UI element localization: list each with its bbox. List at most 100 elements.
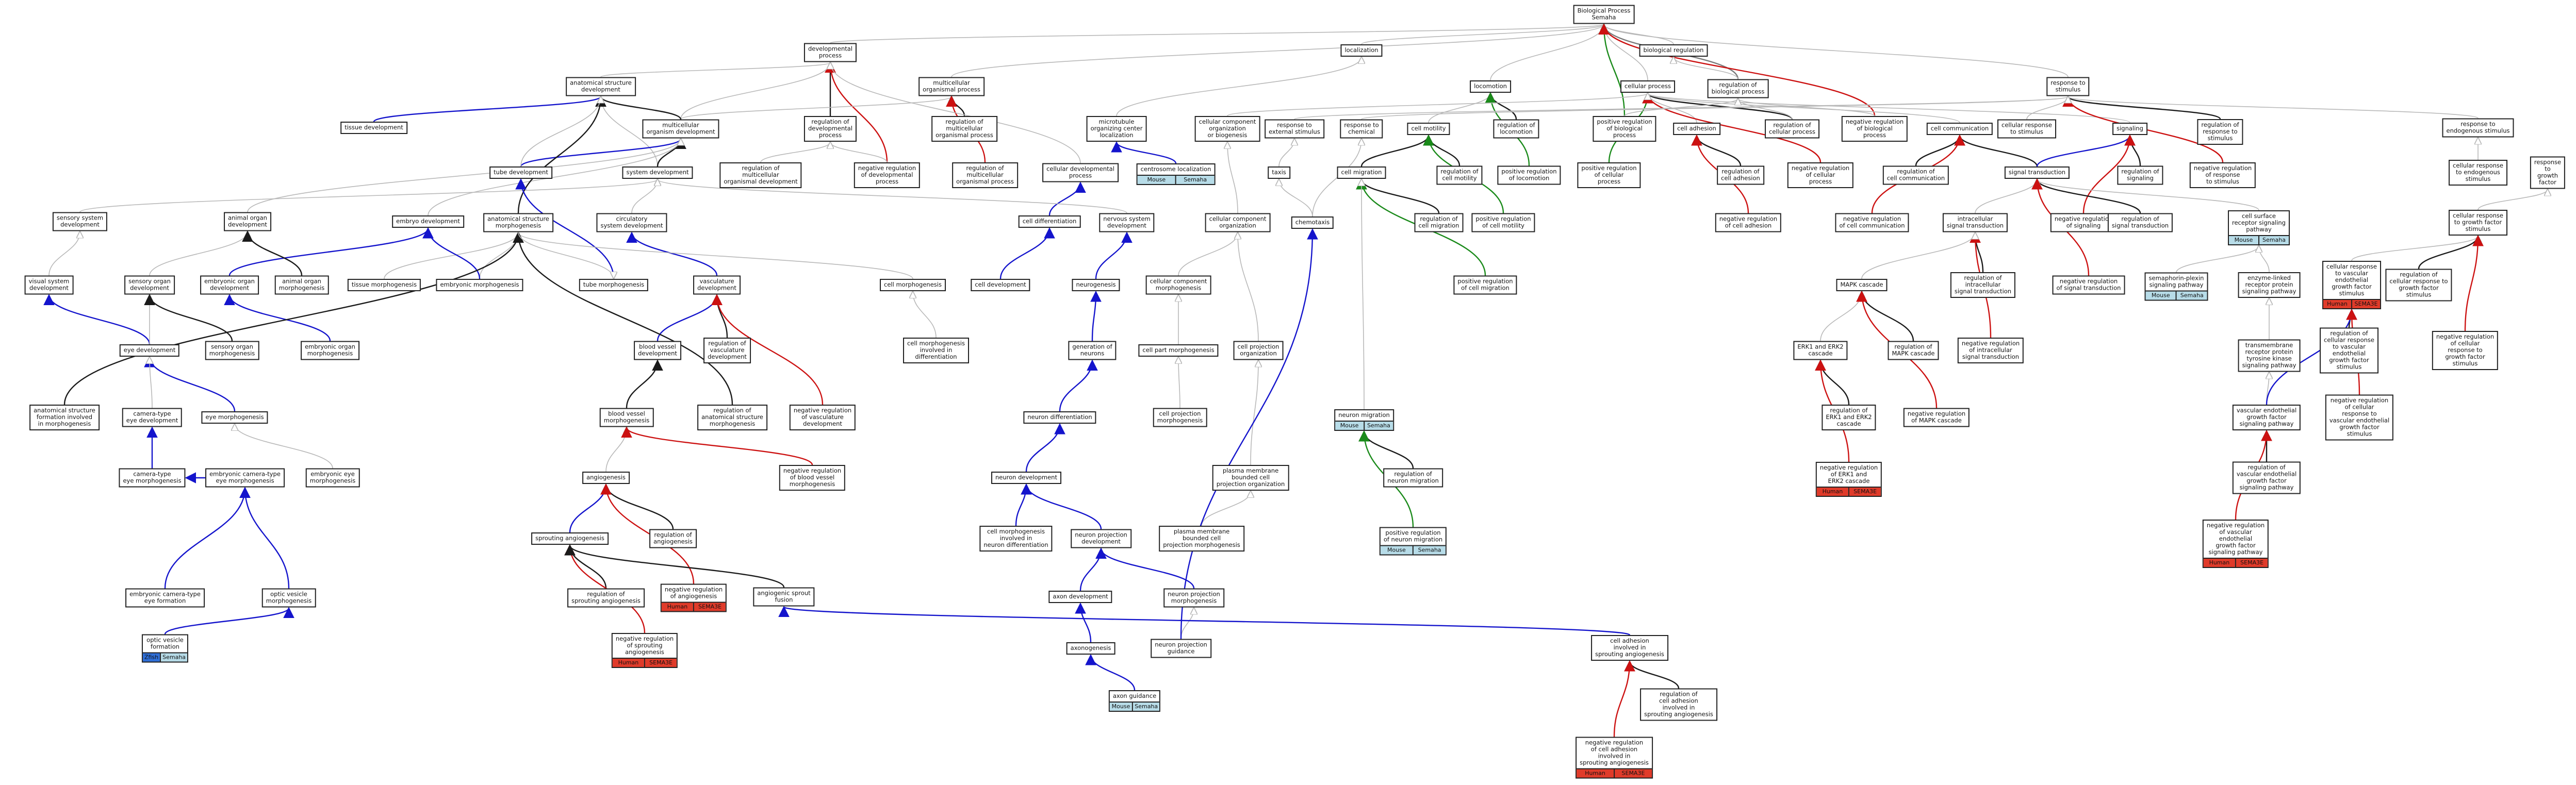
go-term-anatform[interactable]: anatomical structure formation involved … [29, 405, 100, 430]
go-term-neurogenesis[interactable]: neurogenesis [1072, 279, 1120, 291]
go-term-nervdev[interactable]: nervous system development [1099, 213, 1155, 232]
go-term-genneur[interactable]: generation of neurons [1068, 341, 1117, 360]
go-term-regerk[interactable]: regulation of ERK1 and ERK2 cascade [1822, 405, 1876, 430]
go-term-regcellmig[interactable]: regulation of cell migration [1414, 213, 1464, 232]
go-term-regcellmot[interactable]: regulation of cell motility [1436, 165, 1483, 185]
go-term-cellmorph[interactable]: cell morphogenesis [880, 279, 946, 291]
go-term-negregdev[interactable]: negative regulation of developmental pro… [854, 162, 921, 188]
go-term-negregcelladh[interactable]: negative regulation of cell adhesion [1715, 213, 1782, 232]
go-term-reganatmorph[interactable]: regulation of anatomical structure morph… [697, 405, 767, 430]
go-term-multidev[interactable]: multicellular organismal process [918, 77, 985, 96]
go-term-erk[interactable]: ERK1 and ERK2 cascade [1793, 341, 1848, 360]
go-term-posregcell[interactable]: positive regulation of cellular process [1577, 162, 1641, 188]
go-term-celladh[interactable]: cell adhesion [1673, 123, 1720, 135]
go-term-embcammorph[interactable]: embryonic camera-type eye morphogenesis [205, 468, 285, 488]
go-term-eyemorph[interactable]: eye morphogenesis [201, 411, 268, 424]
go-term-neurdev[interactable]: neuron development [991, 472, 1061, 484]
go-term-cellrespendo[interactable]: cellular response to endogenous stimulus [2449, 160, 2507, 186]
go-term-systemdev[interactable]: system development [622, 166, 693, 179]
go-term-taxis[interactable]: taxis [1268, 166, 1290, 179]
go-term-regmapk[interactable]: regulation of MAPK cascade [1888, 341, 1939, 360]
go-term-angiofusion[interactable]: angiogenic sprout fusion [753, 587, 815, 607]
go-term-sensdev[interactable]: sensory system development [52, 212, 108, 231]
go-term-cccmorph[interactable]: cellular component morphogenesis [1145, 275, 1211, 295]
go-term-regcelladhsprout[interactable]: regulation of cell adhesion involved in … [1640, 688, 1717, 721]
go-term-celldevproc[interactable]: cellular developmental process [1042, 163, 1119, 182]
go-term-regbioproc[interactable]: regulation of biological process [1707, 79, 1769, 98]
go-term-embcamform[interactable]: embryonic camera-type eye formation [125, 588, 205, 608]
go-term-cellmig[interactable]: cell migration [1337, 166, 1386, 179]
go-term-axonogenesis[interactable]: axonogenesis [1066, 642, 1115, 655]
go-term-bp[interactable]: Biological Process Semaha [1573, 5, 1635, 24]
go-term-embdev[interactable]: embryo development [392, 215, 464, 228]
go-term-posregloc[interactable]: positive regulation of locomotion [1497, 165, 1561, 185]
go-term-cellrespgf[interactable]: cellular response to growth factor stimu… [2449, 210, 2507, 236]
go-term-bioreg[interactable]: biological regulation [1639, 44, 1708, 57]
go-term-negregintra[interactable]: negative regulation of intracellular sig… [1957, 338, 2024, 363]
go-term-regsprout[interactable]: regulation of sprouting angiogenesis [567, 588, 645, 608]
go-term-respext[interactable]: response to external stimulus [1265, 119, 1324, 139]
go-term-sprout[interactable]: sprouting angiogenesis [531, 532, 609, 545]
go-term-animorgmorph[interactable]: animal organ morphogenesis [274, 275, 329, 295]
go-term-respendo[interactable]: response to endogenous stimulus [2442, 118, 2514, 138]
go-term-regcellcomm[interactable]: regulation of cell communication [1882, 165, 1949, 185]
go-term-embmorph[interactable]: embryonic morphogenesis [436, 279, 523, 291]
go-term-negregcellcomm[interactable]: negative regulation of cell communicatio… [1835, 213, 1909, 232]
go-term-resp[interactable]: response to stimulus [2046, 77, 2090, 96]
go-term-locomotion[interactable]: locomotion [1470, 80, 1511, 93]
go-term-regresp[interactable]: regulation of response to stimulus [2197, 119, 2243, 145]
go-term-multiorgdev[interactable]: multicellular organism development [642, 119, 719, 139]
go-term-embormorph[interactable]: embryonic organ morphogenesis [301, 341, 359, 360]
go-term-posregbio[interactable]: positive regulation of biological proces… [1593, 116, 1656, 142]
go-term-negregbvmorph[interactable]: negative regulation of blood vessel morp… [779, 465, 846, 491]
go-term-posregcellmig[interactable]: positive regulation of cell migration [1453, 275, 1517, 295]
go-term-celladhsprout[interactable]: cell adhesion involved in sprouting angi… [1591, 635, 1668, 661]
go-term-mapk[interactable]: MAPK cascade [1836, 279, 1888, 291]
go-term-cccorg[interactable]: cellular component organization [1205, 213, 1271, 232]
go-term-posregmulti[interactable]: regulation of multicellular organismal p… [952, 162, 1018, 188]
go-term-reglocomotion[interactable]: regulation of locomotion [1493, 119, 1539, 139]
go-term-regintra[interactable]: regulation of intracellular signal trans… [1950, 272, 2016, 298]
go-term-tubedev[interactable]: tube development [489, 166, 552, 179]
go-term-signaling[interactable]: signaling [2112, 123, 2147, 135]
go-term-negregcellrespvegf[interactable]: negative regulation of cellular response… [2325, 394, 2394, 441]
go-term-cellmorphneur[interactable]: cell morphogenesis involved in neuron di… [979, 526, 1053, 552]
go-term-eyedev[interactable]: eye development [119, 344, 180, 357]
go-term-cellproc[interactable]: cellular process [1620, 80, 1675, 93]
go-term-cellprojmorph[interactable]: cell projection morphogenesis [1153, 408, 1207, 427]
go-term-negregvegfsig[interactable]: negative regulation of vascular endothel… [2202, 520, 2269, 568]
go-term-mtoc[interactable]: microtubule organizing center localizati… [1086, 116, 1147, 142]
go-term-cellcomm[interactable]: cell communication [1926, 123, 1993, 135]
go-term-visdev[interactable]: visual system development [24, 275, 74, 295]
go-term-bvmorph[interactable]: blood vessel morphogenesis [599, 408, 654, 427]
go-term-opticves[interactable]: optic vesicle morphogenesis [261, 588, 316, 608]
go-term-intrasig[interactable]: intracellular signal transduction [1942, 213, 2008, 232]
go-term-negregmapk[interactable]: negative regulation of MAPK cascade [1903, 408, 1970, 427]
go-term-negregcellrespgf[interactable]: negative regulation of cellular response… [2432, 331, 2499, 370]
go-term-celldiff[interactable]: cell differentiation [1018, 215, 1081, 228]
go-term-enzrec[interactable]: enzyme-linked receptor protein signaling… [2238, 272, 2301, 298]
go-term-chemotaxis[interactable]: chemotaxis [1291, 216, 1334, 229]
go-term-cellresp[interactable]: cellular response to stimulus [1997, 119, 2056, 139]
go-term-neurprojmorph[interactable]: neuron projection morphogenesis [1163, 588, 1224, 608]
go-term-regcellrespgf[interactable]: regulation of cellular response to growt… [2385, 269, 2452, 302]
go-term-circdev[interactable]: circulatory system development [596, 213, 667, 232]
go-term-ccorg[interactable]: cellular component organization or bioge… [1194, 116, 1260, 142]
go-term-cellmorphdiff[interactable]: cell morphogenesis involved in different… [903, 338, 969, 363]
go-term-regcellproc[interactable]: regulation of cellular process [1765, 119, 1819, 139]
go-term-negregcelladhsprout[interactable]: negative regulation of cell adhesion inv… [1576, 737, 1653, 779]
go-term-bvdev[interactable]: blood vessel development [634, 341, 681, 360]
go-term-negregbio[interactable]: negative regulation of biological proces… [1841, 116, 1908, 142]
go-term-vascdev[interactable]: vasculature development [693, 275, 741, 295]
go-term-angio[interactable]: angiogenesis [582, 472, 630, 484]
go-term-cellrespvegf[interactable]: cellular response to vascular endothelia… [2322, 261, 2381, 309]
go-term-axondev[interactable]: axon development [1048, 591, 1112, 603]
go-term-sensorgdev[interactable]: sensory organ development [124, 275, 175, 295]
go-term-regsigtrans[interactable]: regulation of signal transduction [2107, 213, 2173, 232]
go-term-sensorgmorph[interactable]: sensory organ morphogenesis [205, 341, 259, 360]
go-term-animorgdev[interactable]: animal organ development [224, 212, 271, 231]
